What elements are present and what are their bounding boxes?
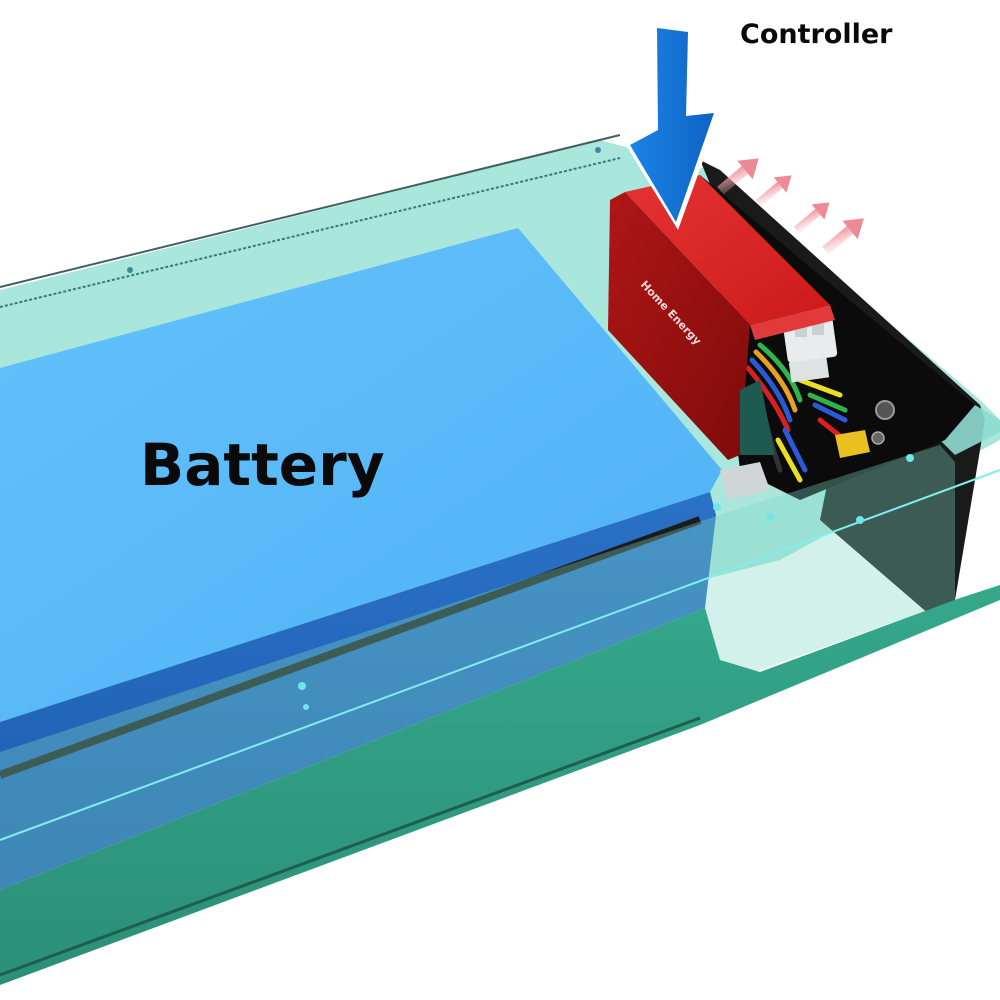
- battery-seam: [0, 516, 702, 779]
- enclosure-rim-line-inner: [0, 157, 621, 308]
- heat-arrow-icon: [793, 202, 830, 234]
- case-screw: [906, 454, 914, 462]
- enclosure-right-flange: [940, 405, 1000, 455]
- enclosure-front-edge-line: [0, 469, 1000, 841]
- pointer-arrow-down-icon: [624, 26, 722, 230]
- controller-bracket: [740, 380, 775, 455]
- enclosure-base: [0, 585, 1000, 985]
- heat-arrow-icon: [822, 218, 864, 255]
- enclosure-front: [0, 445, 1000, 985]
- battery-top-face: [0, 228, 722, 722]
- rim-screw: [595, 147, 601, 153]
- controller-label: Controller: [740, 19, 893, 50]
- enclosure-rim-line-outer: [0, 134, 621, 288]
- round-port-2: [871, 431, 885, 445]
- battery-front-face: [0, 492, 716, 890]
- controller-front-face: [608, 192, 750, 460]
- battery-pack: [0, 228, 770, 890]
- case-screw: [298, 682, 306, 690]
- case-screw: [856, 516, 864, 524]
- enclosure-base-edge: [0, 716, 701, 977]
- battery-terminal: [720, 462, 770, 500]
- case-screw: [713, 503, 721, 511]
- heat-arrow-icon: [717, 158, 759, 195]
- rim-screw: [127, 267, 133, 273]
- heat-arrow-icon: [755, 175, 792, 207]
- round-port: [875, 400, 895, 420]
- controller-side-face: [750, 305, 835, 340]
- battery-label: Battery: [140, 431, 385, 499]
- heat-arrows: [717, 158, 864, 255]
- case-screw: [303, 704, 309, 710]
- case-screw: [766, 513, 774, 521]
- yellow-connector: [835, 430, 870, 458]
